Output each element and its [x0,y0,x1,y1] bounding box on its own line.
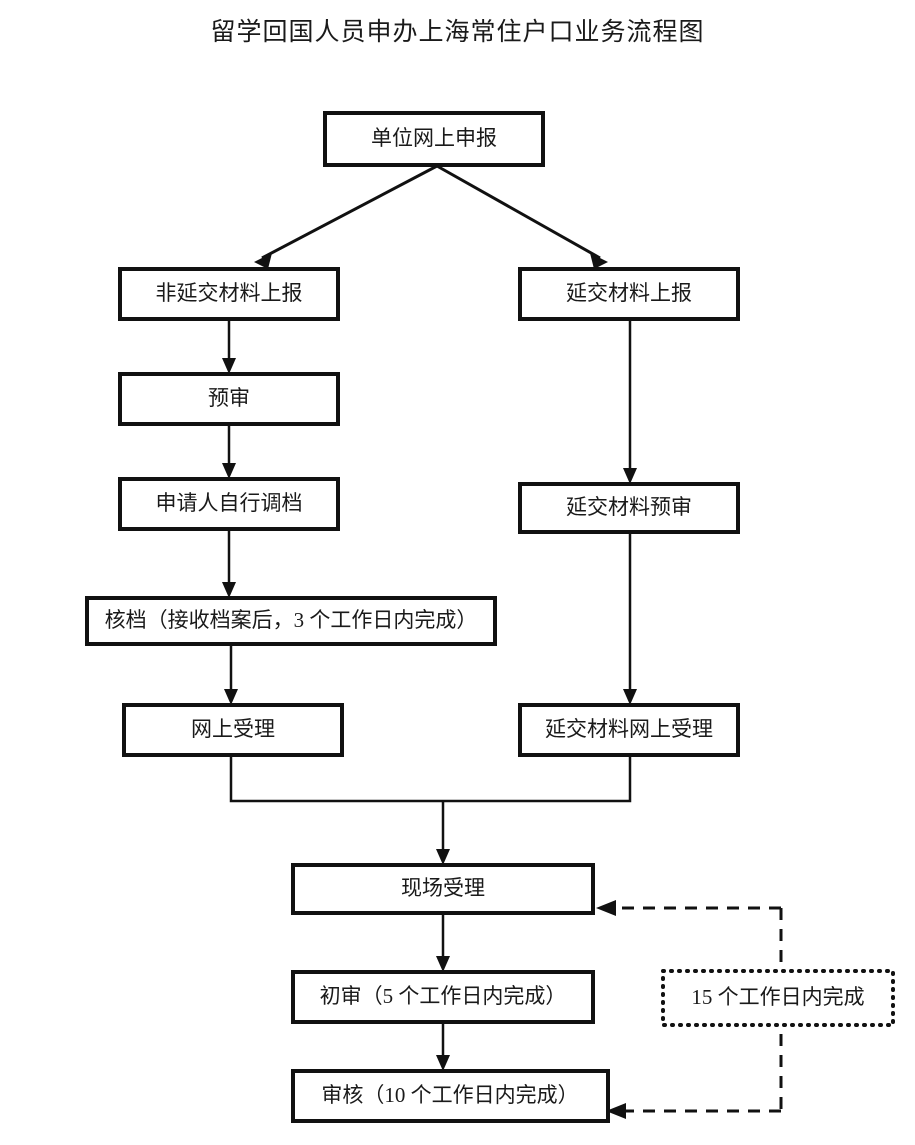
node-file-verification[interactable]: 核档（接收档案后，3 个工作日内完成） [85,596,497,646]
node-label: 申请人自行调档 [156,491,303,515]
node-deferred-preliminary-review[interactable]: 延交材料预审 [518,482,740,534]
edge-right1-to-right2 [623,320,637,484]
node-label: 网上受理 [191,717,275,741]
node-label: 现场受理 [401,876,485,900]
node-non-deferred-submission[interactable]: 非延交材料上报 [118,267,340,321]
edge-right2-to-right3 [623,533,637,705]
connector-layer [222,164,783,1119]
edge-sla-dashed-loop [596,900,783,1119]
node-sla-15-working-days[interactable]: 15 个工作日内完成 [661,969,895,1027]
page-title: 留学回国人员申办上海常住户口业务流程图 [210,19,705,46]
edge-left4-to-left5 [224,645,238,705]
edge-first-review-to-audit [436,1023,450,1071]
edge-onsite-to-first-review [436,914,450,972]
node-onsite-acceptance[interactable]: 现场受理 [291,863,595,915]
edge-top-to-right [436,164,608,269]
node-deferred-online-acceptance[interactable]: 延交材料网上受理 [518,703,740,757]
edge-merge-to-onsite [229,756,632,865]
edge-left1-to-left2 [222,320,236,374]
node-applicant-file-transfer[interactable]: 申请人自行调档 [118,477,340,531]
node-layer: 单位网上申报 非延交材料上报 延交材料上报 预审 申请人自行调档 核档（接收档案 [85,111,895,1123]
node-unit-online-declaration[interactable]: 单位网上申报 [323,111,545,167]
node-label: 延交材料上报 [566,281,692,305]
node-label: 预审 [208,386,250,410]
edge-top-to-left [254,164,438,269]
node-first-review[interactable]: 初审（5 个工作日内完成） [291,970,595,1024]
node-label: 初审（5 个工作日内完成） [320,984,567,1008]
node-preliminary-review[interactable]: 预审 [118,372,340,426]
node-label: 非延交材料上报 [156,281,303,305]
node-label: 单位网上申报 [371,126,497,150]
node-deferred-submission[interactable]: 延交材料上报 [518,267,740,321]
node-label: 延交材料网上受理 [545,717,713,741]
edge-left3-to-left4 [222,530,236,598]
node-label: 核档（接收档案后，3 个工作日内完成） [105,608,478,632]
node-label: 延交材料预审 [566,495,692,519]
node-label: 审核（10 个工作日内完成） [321,1083,578,1107]
node-online-acceptance[interactable]: 网上受理 [122,703,344,757]
node-label: 15 个工作日内完成 [691,985,864,1009]
node-final-audit[interactable]: 审核（10 个工作日内完成） [291,1069,610,1123]
edge-left2-to-left3 [222,425,236,479]
